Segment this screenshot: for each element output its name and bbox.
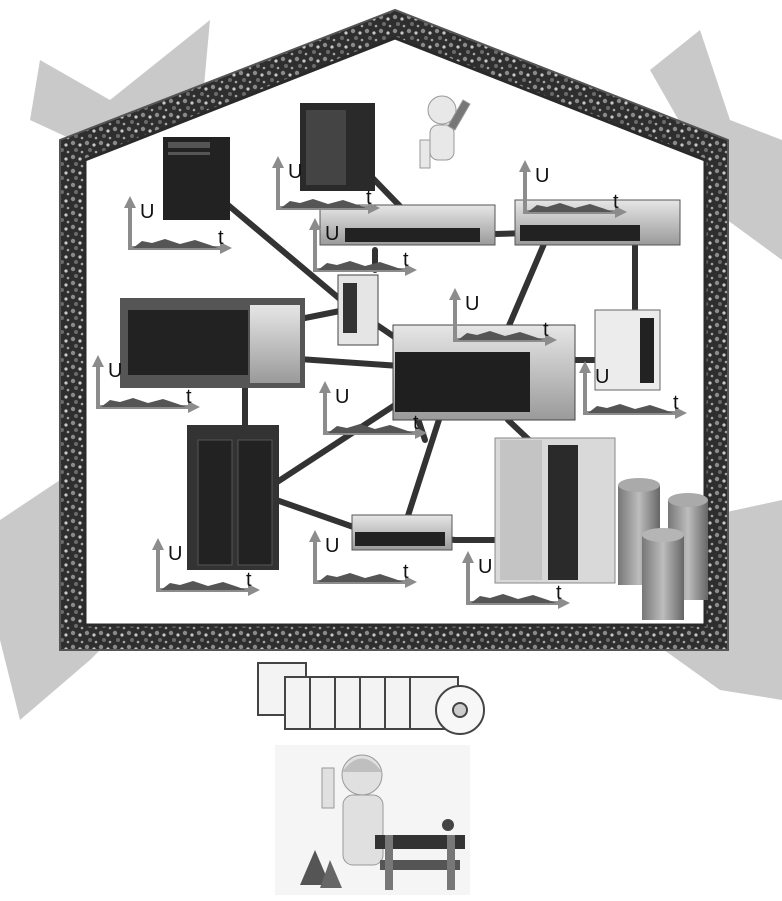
y-axis-label: U [335, 386, 349, 408]
x-axis-label: t [403, 249, 409, 271]
x-axis-label: t [246, 569, 252, 591]
x-axis-label: t [673, 392, 679, 414]
server-rack-cabinet-icon [187, 425, 279, 570]
software-boxes-icon [258, 663, 484, 734]
y-axis-label: U [325, 535, 339, 557]
y-axis-label: U [478, 556, 492, 578]
y-axis-label: U [108, 360, 122, 382]
x-axis-label: t [556, 582, 562, 604]
server-rack-cabinet-icon [495, 438, 615, 583]
construction-worker-icon [275, 745, 470, 895]
rack-server-icon [352, 515, 452, 550]
blade-chassis-icon [120, 298, 305, 388]
y-axis-label: U [288, 161, 302, 183]
x-axis-label: t [403, 561, 409, 583]
y-axis-label: U [325, 223, 339, 245]
x-axis-label: t [613, 191, 619, 213]
x-axis-label: t [218, 227, 224, 249]
tower-server-icon [300, 103, 375, 191]
rack-server-icon [320, 205, 495, 245]
rack-server-icon [338, 275, 378, 345]
x-axis-label: t [186, 386, 192, 408]
y-axis-label: U [140, 201, 154, 223]
y-axis-label: U [535, 165, 549, 187]
x-axis-label: t [413, 412, 419, 434]
x-axis-label: t [543, 319, 549, 341]
y-axis-label: U [465, 293, 479, 315]
x-axis-label: t [366, 187, 372, 209]
tower-server-icon [163, 137, 230, 220]
y-axis-label: U [168, 543, 182, 565]
y-axis-label: U [595, 366, 609, 388]
